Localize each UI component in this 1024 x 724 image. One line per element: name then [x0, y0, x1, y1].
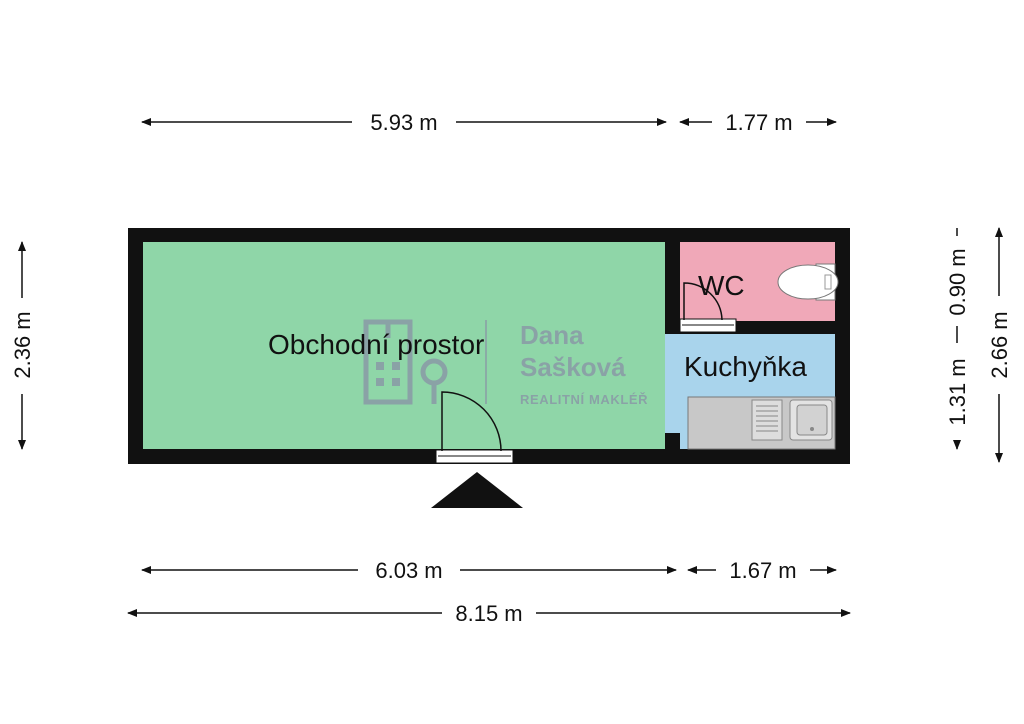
room-label-kitchen: Kuchyňka	[684, 351, 807, 382]
building-logo-icon	[363, 319, 448, 405]
watermark-name-line1: Dana	[520, 320, 584, 350]
dim-top-left: 5.93 m	[370, 110, 437, 135]
dim-right-lower: 1.31 m	[945, 358, 970, 425]
interior-wall	[735, 321, 835, 334]
dim-top-right: 1.77 m	[725, 110, 792, 135]
sink-icon	[789, 399, 833, 441]
stove-icon	[751, 399, 783, 441]
watermark-tagline: REALITNÍ MAKLÉŘ	[520, 392, 648, 407]
room-label-shop: Obchodní prostor	[268, 329, 484, 360]
entrance-door-swing	[441, 391, 502, 452]
entrance-arrow-icon	[431, 472, 523, 508]
dim-bottom-left: 6.03 m	[375, 558, 442, 583]
dim-left-height: 2.36 m	[10, 311, 35, 378]
dim-bottom-right: 1.67 m	[729, 558, 796, 583]
kitchen-opening	[665, 334, 681, 433]
dim-bottom-total: 8.15 m	[455, 601, 522, 626]
watermark-name-line2: Sašková	[520, 352, 626, 382]
dim-right-upper: 0.90 m	[945, 248, 970, 315]
room-label-wc: WC	[698, 270, 745, 301]
toilet-icon	[777, 263, 839, 301]
wc-door-swing	[683, 282, 723, 321]
dim-right-total: 2.66 m	[987, 311, 1012, 378]
room-shop	[143, 242, 665, 449]
